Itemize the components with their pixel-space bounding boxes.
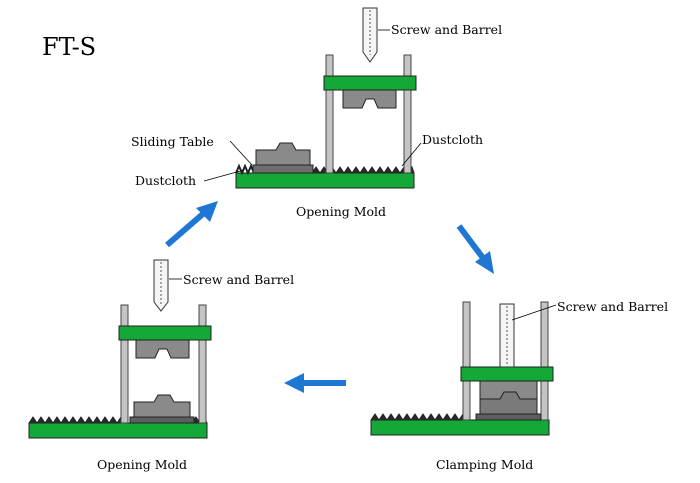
pillar-left bbox=[462, 301, 471, 421]
lower-mold bbox=[133, 394, 191, 418]
sliding-table bbox=[475, 413, 542, 421]
sliding-table bbox=[252, 164, 314, 174]
label-screw-right: Screw and Barrel bbox=[557, 299, 668, 314]
leader-dustcloth-left bbox=[203, 169, 245, 182]
screw-barrel bbox=[153, 259, 169, 312]
caption-top: Opening Mold bbox=[296, 204, 386, 219]
lower-mold bbox=[255, 142, 311, 166]
label-dustcloth-right: Dustcloth bbox=[422, 132, 483, 147]
pillar-left bbox=[120, 304, 129, 424]
pillar-right bbox=[540, 301, 549, 421]
base-plate bbox=[235, 172, 415, 189]
base-plate bbox=[370, 419, 550, 436]
arrow-up-right bbox=[165, 201, 218, 248]
arrow-left bbox=[284, 373, 346, 393]
top-plate bbox=[118, 325, 212, 341]
label-sliding-table: Sliding Table bbox=[131, 134, 214, 149]
stage-right-clamping-mold: Screw and Barrel Clamping Mold bbox=[370, 299, 668, 472]
pillar-right bbox=[198, 304, 207, 424]
leader-sliding-table bbox=[229, 140, 253, 166]
page-title: FT-S bbox=[42, 33, 96, 61]
pillar-left bbox=[325, 54, 334, 174]
upper-mold bbox=[135, 339, 190, 359]
pillar-right bbox=[403, 54, 412, 174]
sliding-table bbox=[129, 416, 195, 424]
dustcloth-left bbox=[235, 163, 255, 176]
caption-right: Clamping Mold bbox=[436, 457, 533, 472]
label-screw-left: Screw and Barrel bbox=[183, 272, 294, 287]
upper-mold bbox=[342, 89, 397, 109]
screw-barrel bbox=[362, 7, 378, 63]
top-plate bbox=[323, 75, 417, 91]
arrow-down-right bbox=[456, 224, 494, 274]
label-screw-top: Screw and Barrel bbox=[391, 22, 502, 37]
dustcloth bbox=[370, 413, 468, 421]
leader-screw bbox=[511, 304, 557, 321]
leader-dustcloth-right bbox=[401, 142, 422, 167]
label-dustcloth-left: Dustcloth bbox=[135, 173, 196, 188]
stage-top-opening-mold: Screw and Barrel Sliding Table Dustcloth… bbox=[131, 7, 502, 219]
base-plate bbox=[28, 422, 208, 439]
screw-barrel bbox=[499, 303, 515, 368]
dustcloth bbox=[28, 416, 126, 424]
caption-left: Opening Mold bbox=[97, 457, 187, 472]
stage-left-opening-mold: Screw and Barrel Opening Mold bbox=[28, 259, 294, 472]
top-plate bbox=[460, 366, 554, 382]
